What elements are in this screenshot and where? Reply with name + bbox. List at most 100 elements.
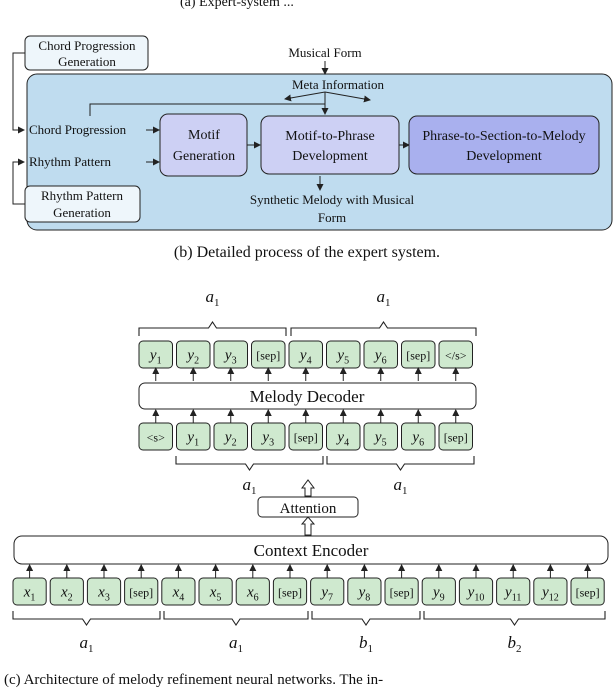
group-label: a1: [206, 287, 220, 309]
group-label-base: a: [206, 287, 215, 306]
encoder-input-token-subscript: 11: [512, 593, 522, 604]
rhythm-gen-to-rhythm-arrow: [12, 158, 25, 205]
encoder-input-token-label: y9: [431, 585, 445, 604]
encoder-input-token-label: y10: [466, 585, 485, 604]
decoder-output-token-subscript: 3: [232, 356, 237, 367]
encoder-input-token-base: x: [172, 585, 180, 601]
decoder-output-token-label: y1: [148, 348, 162, 367]
meta-right-arrow: [324, 91, 371, 103]
group-label-base: a: [377, 287, 386, 306]
group-brace: [175, 456, 324, 471]
encoder-input-token-subscript: 6: [254, 593, 259, 604]
meta-to-chord-line: [89, 103, 325, 116]
top-caption-fragment: (a) Expert-system ...: [180, 0, 294, 10]
output-label-line1: Synthetic Melody with Musical: [250, 192, 415, 207]
encoder-input-token-subscript: 9: [440, 593, 445, 604]
encoder-input-token-label: [sep]: [129, 586, 153, 600]
group-label-subscript: 1: [238, 643, 244, 655]
meta-information-label: Meta Information: [292, 77, 385, 92]
decoder-output-token-base: [sep]: [406, 349, 430, 363]
attention-to-decoder-arrow: [301, 479, 315, 497]
encoder-input-token-subscript: 10: [474, 593, 484, 604]
group-label-subscript: 1: [402, 485, 408, 497]
encoder-to-attention-arrow: [300, 516, 316, 536]
decoder-output-token-base: </s>: [445, 349, 467, 363]
group-brace: [138, 321, 287, 336]
group-label-subscript: 1: [251, 485, 257, 497]
chord-gen-to-chord-arrow: [12, 52, 25, 134]
decoder-input-token-label: [sep]: [294, 431, 318, 445]
output-label-line2: Form: [318, 210, 346, 225]
encoder-input-token-label: y8: [357, 585, 371, 604]
encoder-input-token-label: x2: [60, 585, 73, 604]
motif-to-phrase-box: [260, 115, 400, 175]
decoder-output-token-base: y: [185, 348, 194, 364]
rhythm-pattern-generation-line2: Generation: [53, 205, 111, 220]
meta-left-arrow: [284, 91, 326, 102]
group-label-base: b: [359, 633, 368, 652]
network-caption-fragment: (c) Architecture of melody refinement ne…: [4, 672, 383, 688]
expert-system-diagram: Musical Form Meta Information Chord Prog…: [12, 35, 613, 231]
decoder-output-token-subscript: 6: [382, 356, 387, 367]
rhythm-pattern-generation-line1: Rhythm Pattern: [41, 188, 123, 203]
decoder-input-token-subscript: 5: [382, 438, 387, 449]
encoder-input-token-base: y: [540, 585, 549, 601]
motif-generation-box: [159, 113, 248, 177]
phrase-to-section-line2: Development: [466, 149, 542, 164]
decoder-output-token-label: [sep]: [256, 349, 280, 363]
group-label: a1: [80, 633, 94, 655]
encoder-input-token-base: y: [503, 585, 512, 601]
group-brace: [163, 611, 309, 626]
decoder-output-token-label: y4: [298, 348, 312, 367]
encoder-input-token-subscript: 2: [68, 593, 73, 604]
decoder-input-token-label: [sep]: [444, 431, 468, 445]
motif-to-phrase-line2: Development: [292, 149, 368, 164]
decoder-input-token-subscript: 4: [344, 438, 349, 449]
decoder-input-token-label: y4: [335, 430, 349, 449]
encoder-input-token-base: [sep]: [576, 586, 600, 600]
encoder-input-token-label: [sep]: [390, 586, 414, 600]
decoder-output-token-subscript: 2: [194, 356, 199, 367]
group-label: b2: [508, 633, 522, 655]
encoder-input-token-label: x6: [246, 585, 259, 604]
decoder-input-token-base: y: [373, 430, 382, 446]
musical-form-label: Musical Form: [288, 45, 361, 60]
refinement-network-diagram: Melody Decoder Attention Context Encoder…: [12, 287, 609, 655]
group-label: a1: [394, 475, 408, 497]
encoder-input-token-base: y: [431, 585, 440, 601]
encoder-input-token-label: y11: [503, 585, 521, 604]
decoder-output-token-label: </s>: [445, 349, 467, 363]
encoder-input-token-base: y: [466, 585, 475, 601]
encoder-input-token-label: y7: [319, 585, 333, 604]
decoder-input-token-subscript: 6: [419, 438, 424, 449]
encoder-input-token-label: y12: [540, 585, 559, 604]
group-label-subscript: 1: [385, 297, 391, 309]
decoder-input-token-base: y: [260, 430, 269, 446]
encoder-input-token-base: y: [357, 585, 366, 601]
phrase-to-section-box: [408, 115, 600, 175]
chord-progression-label: Chord Progression: [29, 122, 127, 137]
melody-decoder-label: Melody Decoder: [250, 387, 365, 406]
chord-progression-generation-line2: Generation: [58, 54, 116, 69]
decoder-output-token-label: y2: [185, 348, 199, 367]
decoder-output-token-label: y5: [335, 348, 349, 367]
group-label-base: a: [243, 475, 252, 494]
group-label-base: a: [80, 633, 89, 652]
encoder-input-token-label: [sep]: [278, 586, 302, 600]
encoder-input-token-subscript: 3: [105, 593, 110, 604]
decoder-input-token-label: y1: [185, 430, 199, 449]
group-brace: [12, 611, 161, 626]
encoder-input-token-base: [sep]: [390, 586, 414, 600]
decoder-input-token-base: y: [335, 430, 344, 446]
decoder-input-token-base: y: [185, 430, 194, 446]
encoder-input-token-label: x4: [172, 585, 185, 604]
decoder-output-token-base: y: [373, 348, 382, 364]
encoder-input-token-subscript: 4: [179, 593, 184, 604]
decoder-input-token-label: y6: [410, 430, 424, 449]
group-brace: [311, 611, 421, 626]
decoder-input-token-subscript: 1: [194, 438, 199, 449]
decoder-output-token-subscript: 5: [344, 356, 349, 367]
